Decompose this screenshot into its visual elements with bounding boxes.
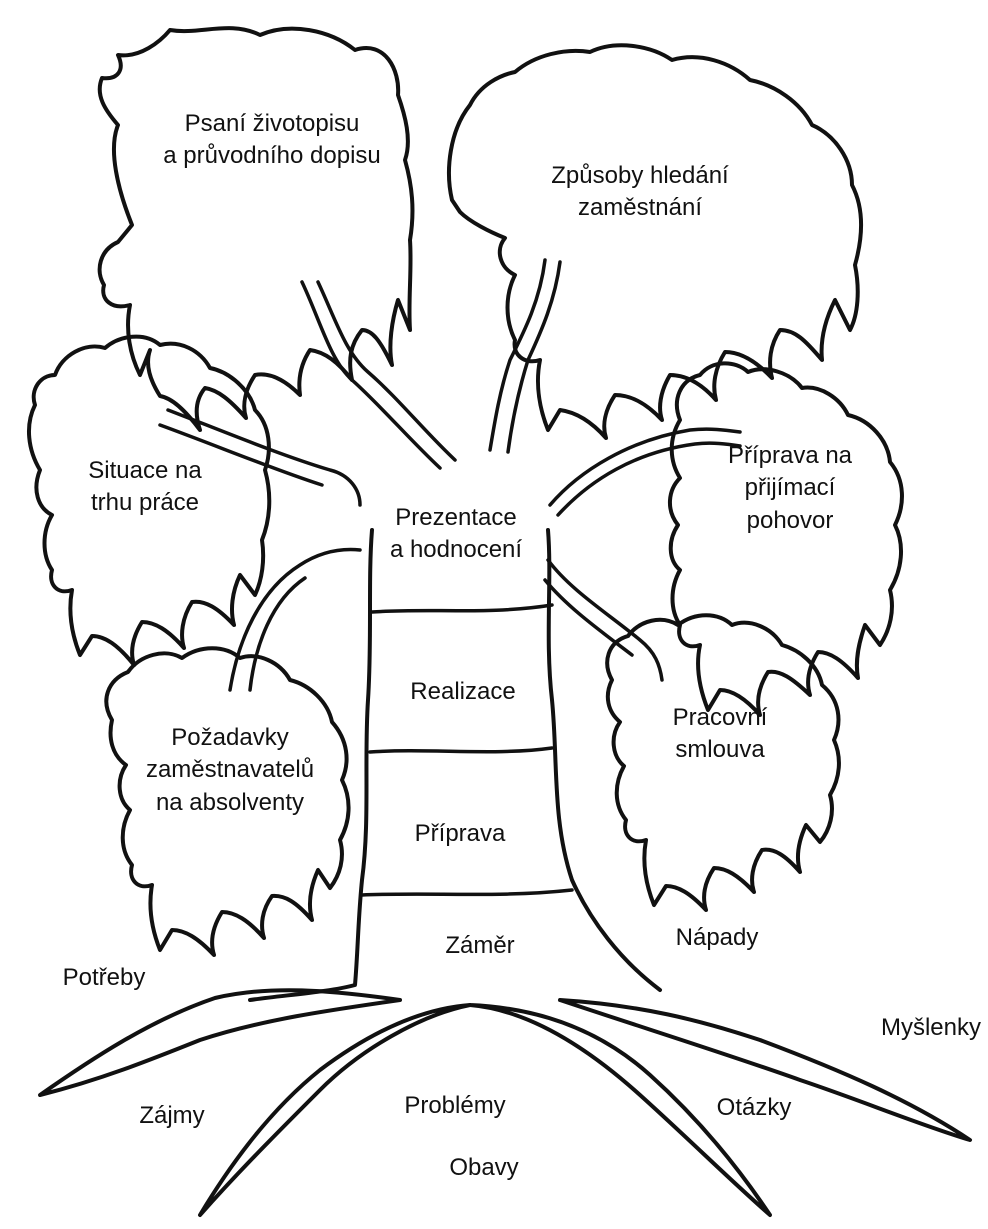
label-jobsearch-line-2: zaměstnání (551, 192, 728, 224)
branch-right-middle (550, 429, 740, 515)
label-presentation-line-1: Prezentace (390, 502, 522, 534)
branch-right-upper (490, 260, 560, 452)
label-market-line-1: Situace na (88, 455, 201, 487)
label-resume: Psaní životopisu a průvodního dopisu (163, 108, 381, 173)
label-employers-line-2: zaměstnavatelů (146, 754, 314, 786)
label-interview-line-2: přijímací (728, 472, 852, 504)
label-employers-line-1: Požadavky (146, 722, 314, 754)
trunk-band-2 (370, 748, 552, 752)
label-realization: Realizace (410, 676, 515, 708)
label-preparation: Příprava (415, 818, 506, 850)
label-needs: Potřeby (63, 962, 146, 994)
foliage-jobsearch (449, 45, 861, 438)
label-resume-line-2: a průvodního dopisu (163, 140, 381, 172)
label-thoughts: Myšlenky (881, 1012, 981, 1044)
foliage-interview (670, 363, 902, 715)
label-presentation: Prezentace a hodnocení (390, 502, 522, 567)
label-fears: Obavy (449, 1152, 518, 1184)
label-jobsearch-line-1: Způsoby hledání (551, 160, 728, 192)
label-questions: Otázky (717, 1092, 792, 1124)
label-contract: Pracovní smlouva (673, 702, 768, 767)
label-jobsearch: Způsoby hledání zaměstnání (551, 160, 728, 225)
label-employers-line-3: na absolventy (146, 787, 314, 819)
label-ideas: Nápady (676, 922, 759, 954)
label-interview: Příprava na přijímací pohovor (728, 440, 852, 537)
label-interview-line-3: pohovor (728, 505, 852, 537)
label-intent: Záměr (445, 930, 514, 962)
label-interview-line-1: Příprava na (728, 440, 852, 472)
branch-left-lower (230, 550, 360, 690)
trunk-band-3 (362, 890, 572, 895)
label-market: Situace na trhu práce (88, 455, 201, 520)
label-problems: Problémy (404, 1090, 505, 1122)
label-contract-line-1: Pracovní (673, 702, 768, 734)
trunk-band-1 (372, 605, 552, 612)
label-contract-line-2: smlouva (673, 734, 768, 766)
label-interests: Zájmy (139, 1100, 204, 1132)
label-presentation-line-2: a hodnocení (390, 534, 522, 566)
label-employers: Požadavky zaměstnavatelů na absolventy (146, 722, 314, 819)
branch-right-lower (545, 560, 662, 680)
root-left (40, 990, 400, 1095)
branch-left-upper (302, 282, 455, 468)
label-resume-line-1: Psaní životopisu (163, 108, 381, 140)
label-market-line-2: trhu práce (88, 487, 201, 519)
